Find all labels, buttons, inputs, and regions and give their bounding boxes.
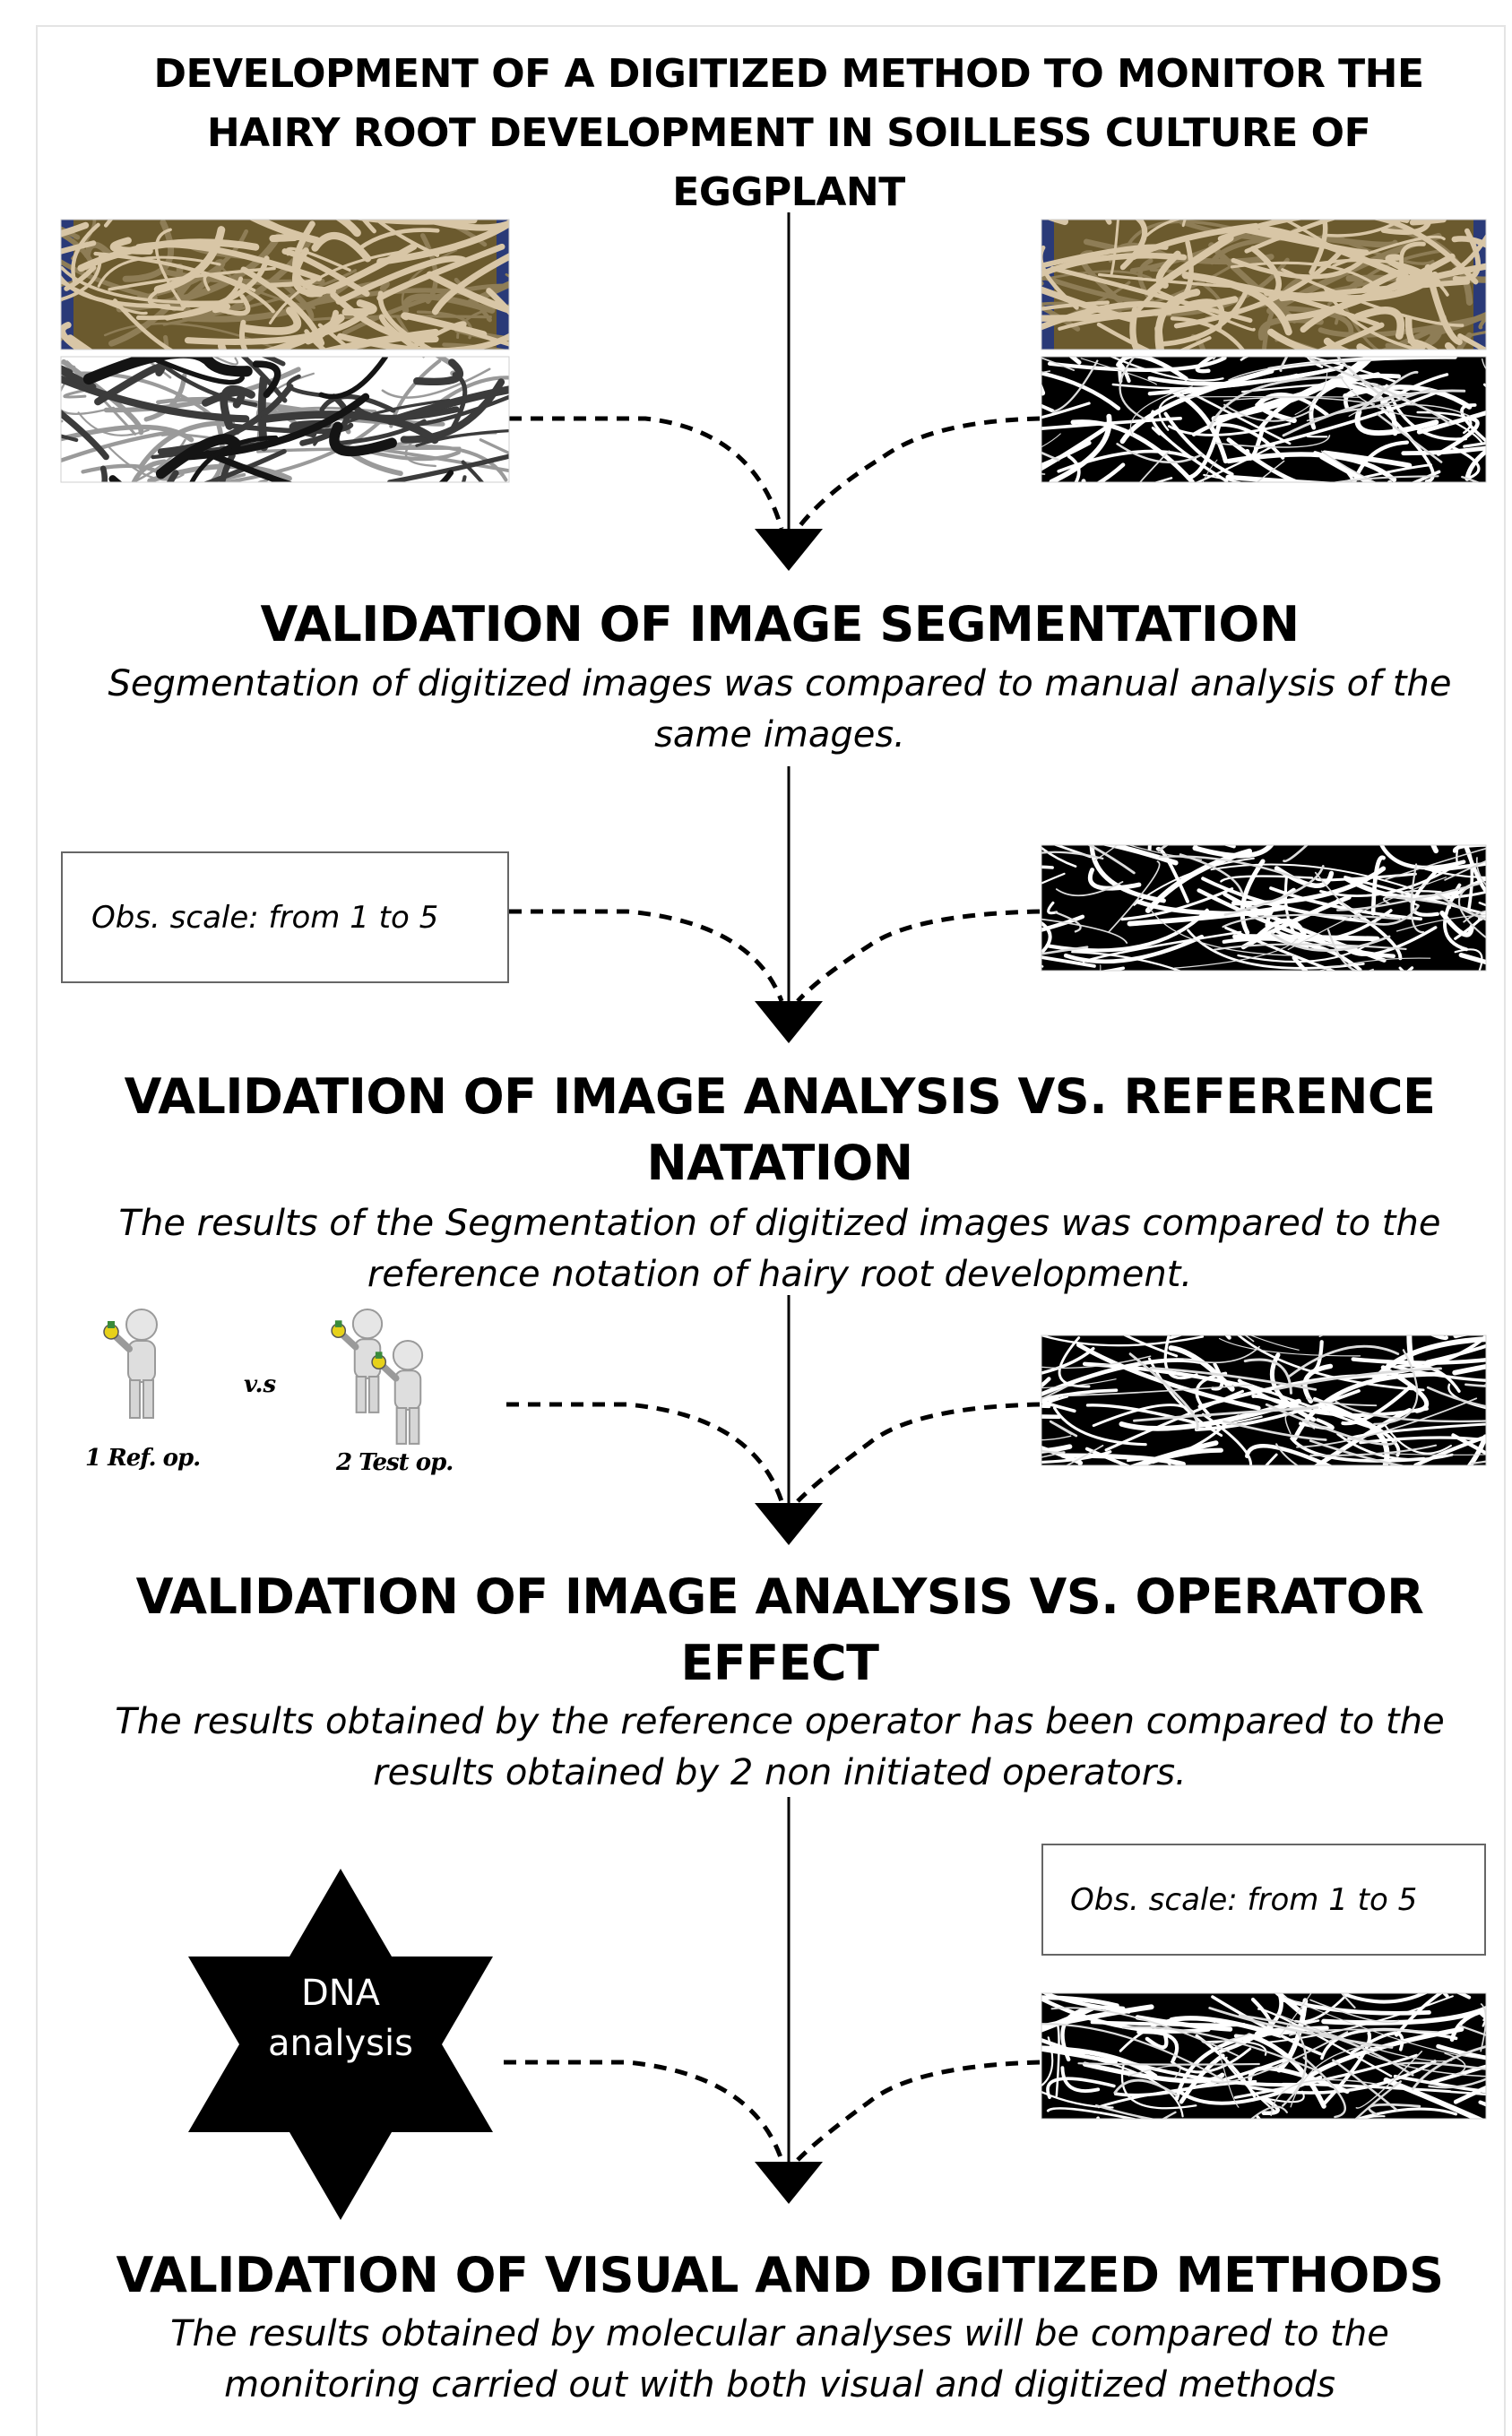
- segmented-root-image-step3: [1041, 1335, 1487, 1466]
- root-images: [60, 219, 1487, 2120]
- test-operator-icon-2: [371, 1339, 424, 1445]
- observation-scale-label: Obs. scale: from 1 to 5: [91, 899, 439, 936]
- main-title: DEVELOPMENT OF A DIGITIZED METHOD TO MON…: [153, 51, 1424, 215]
- dna-analysis-label: DNA analysis: [233, 1968, 448, 2069]
- observation-scale-box: Obs. scale: from 1 to 5: [61, 851, 509, 983]
- test-operators-label: 2 Test op.: [336, 1449, 454, 1476]
- segmented-root-image-right: [1041, 356, 1487, 483]
- dashed-connector-left-3: [506, 1402, 784, 1502]
- step-description-visual-digitized: The results obtained by molecular analys…: [170, 2313, 1389, 2406]
- step-heading-visual-digitized: VALIDATION OF VISUAL AND DIGITIZED METHO…: [116, 2247, 1444, 2303]
- observation-scale-label-2: Obs. scale: from 1 to 5: [1070, 1881, 1418, 1918]
- root-photo-right: [1041, 219, 1487, 350]
- segmented-root-image-left: [60, 356, 510, 483]
- versus-label: v.s: [244, 1371, 277, 1398]
- observation-scale-box-2: Obs. scale: from 1 to 5: [1041, 1844, 1486, 1956]
- dashed-connector-left-1: [509, 416, 784, 530]
- step-description-reference-notation: The results of the Segmentation of digit…: [118, 1203, 1441, 1295]
- dashed-connector-left-4: [504, 2060, 784, 2161]
- dashed-connector-left-2: [509, 909, 784, 1002]
- root-photo-left: [60, 219, 510, 350]
- step-heading-operator-effect: VALIDATION OF IMAGE ANALYSIS VS. OPERATO…: [135, 1568, 1424, 1691]
- step-description-operator-effect: The results obtained by the reference op…: [115, 1701, 1445, 1793]
- dashed-connector-right-1: [796, 416, 1041, 531]
- reference-operator-icon: [103, 1309, 158, 1419]
- segmented-root-image-step2: [1041, 844, 1487, 972]
- reference-operator-label: 1 Ref. op.: [85, 1445, 201, 1472]
- operator-figures: [103, 1308, 424, 1445]
- step-heading-reference-notation: VALIDATION OF IMAGE ANALYSIS VS. REFEREN…: [124, 1068, 1436, 1191]
- dna-analysis-line-2: analysis: [268, 2023, 413, 2064]
- flow-arrowhead-4: [755, 2162, 823, 2204]
- dna-analysis-line-1: DNA: [300, 1973, 381, 2014]
- step-heading-image-segmentation: VALIDATION OF IMAGE SEGMENTATION: [260, 596, 1300, 652]
- dna-star-shape: [188, 1869, 493, 2220]
- flow-arrowhead-2: [755, 1001, 823, 1043]
- flow-arrowhead-3: [755, 1503, 823, 1545]
- dashed-connector-right-3: [796, 1402, 1041, 1503]
- connector-lines: [504, 212, 1041, 2204]
- dashed-connector-right-2: [796, 909, 1041, 1003]
- step-description-image-segmentation: Segmentation of digitized images was com…: [108, 663, 1452, 756]
- flow-arrowhead-1: [755, 529, 823, 571]
- segmented-root-image-step4: [1041, 1992, 1487, 2120]
- test-operator-icon-1: [331, 1308, 384, 1413]
- diagram-frame: [36, 25, 1506, 2436]
- dashed-connector-right-4: [796, 2060, 1041, 2162]
